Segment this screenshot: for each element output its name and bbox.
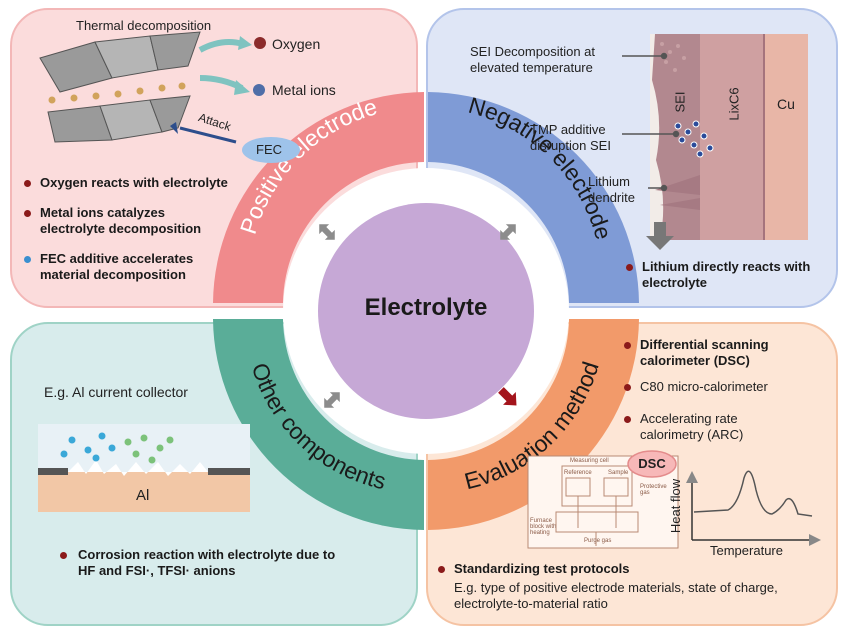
al-label: Al [136,487,150,504]
metal-ion-icon [253,84,265,96]
bullet-dot [624,384,631,391]
negative-leader-lines [622,52,680,192]
heat-flow-plot [686,470,821,546]
instrument-furnace: Furnace block with heating [530,518,557,536]
oxygen-arrow [198,36,252,53]
negative-bullet-1: Lithium directly reacts with electrolyte [642,259,811,290]
other-bullet-1: Corrosion reaction with electrolyte due … [78,547,336,578]
double-arrow-icon [324,392,340,408]
lic6-layer-label: LixC6 [726,87,742,121]
red-arrow-icon [498,387,517,406]
eval-bullet-protocols: Standardizing test protocols [454,561,630,576]
fec-badge [242,137,300,163]
oxygen-icon [254,37,266,49]
eval-bullet-dsc: Differential scanning calorimeter (DSC) [640,337,769,368]
protocol-note: E.g. type of positive electrode material… [454,580,778,611]
al-example-label: E.g. Al current collector [44,384,188,400]
plot-xlabel: Temperature [710,543,783,558]
instrument-measuring-cell: Measuring cell [570,458,609,464]
bullet-dot [60,552,67,559]
ring-evaluation [428,319,639,530]
sei-layer-label: SEI [672,91,688,113]
electrode-layers [650,34,808,240]
sei-decomposition-label: SEI Decomposition at elevated temperatur… [470,44,596,75]
plot-ylabel: Heat flow [668,478,683,534]
bullet-dot [624,342,631,349]
fec-label: FEC [256,142,282,157]
instrument-protective-gas: Protective gas [640,484,667,496]
al-collector-diagram [38,424,250,512]
instrument-reference: Reference [564,470,592,476]
bullet-dot [24,210,31,217]
double-arrow-icon [319,224,335,240]
bullet-dot [438,566,445,573]
attack-arrow [170,122,237,144]
dsc-badge [627,450,677,478]
cu-layer-label: Cu [777,96,795,112]
oxygen-label: Oxygen [272,36,321,52]
bullet-dot [24,180,31,187]
lithium-dendrite-label: Lithium dendrite [588,174,635,205]
positive-bullet-1: Oxygen reacts with electrolyte [40,175,228,190]
crystal-lattice [39,31,201,143]
ring-other [213,319,424,530]
thermal-decomposition-label: Thermal decomposition [76,18,212,33]
ring-positive [213,92,424,303]
bullet-dot [24,256,31,263]
instrument-purge-gas: Purge gas [584,538,612,544]
double-arrow-icon [500,224,516,240]
down-arrow-icon [646,222,674,250]
dsc-curve [693,470,813,517]
bullet-dot [626,264,633,271]
metal-ions-label: Metal ions [272,82,336,98]
arrows-center [319,224,516,408]
positive-bullet-3: FEC additive accelerates material decomp… [40,251,194,282]
eval-bullet-arc: Accelerating rate calorimetry (ARC) [640,411,744,442]
metal-ions-arrow [199,75,250,95]
bullet-dot [624,416,631,423]
eval-bullet-c80: C80 micro-calorimeter [640,379,768,394]
positive-bullet-2: Metal ions catalyzes electrolyte decompo… [40,205,202,236]
center-label: Electrolyte [364,294,488,321]
tmp-additive-label: TMP additive disruption SEI [530,122,611,153]
dsc-badge-label: DSC [638,456,666,471]
instrument-sample: Sample [608,470,629,476]
electrolyte-circle [318,203,534,419]
ring-negative [428,92,639,303]
